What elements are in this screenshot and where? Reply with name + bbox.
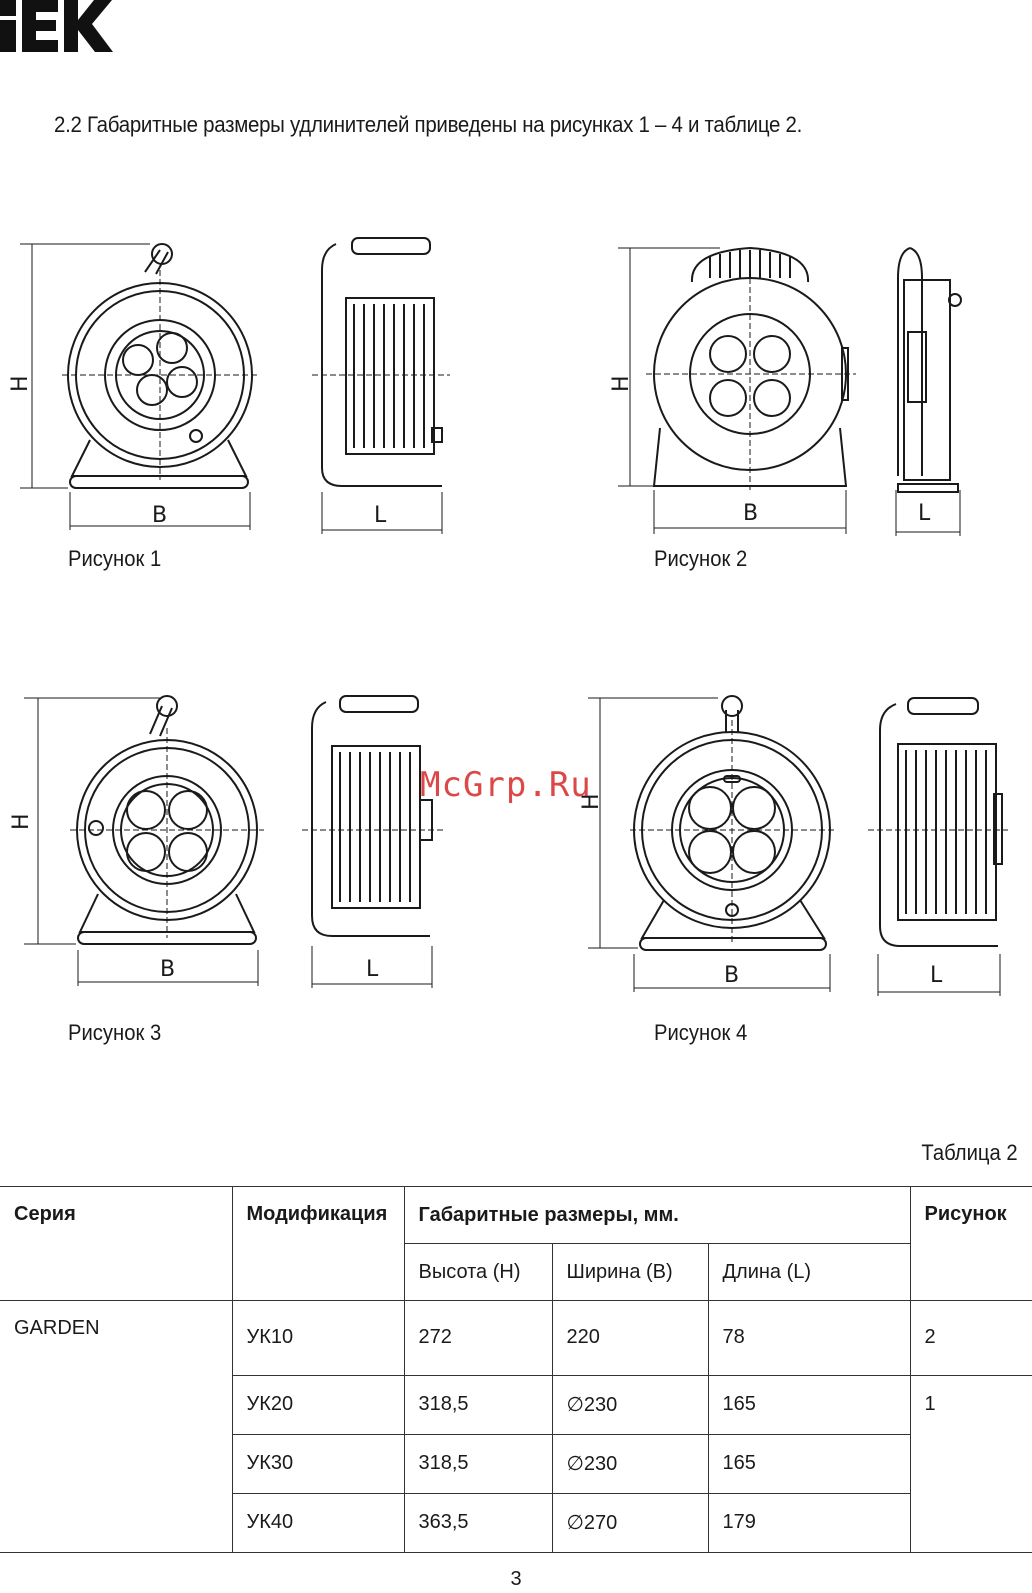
page-number: 3 — [510, 1568, 522, 1590]
dimension-l: L — [918, 501, 931, 526]
figure-3-drawing: H B L — [9, 695, 446, 988]
table-row: УК20 318,5 ∅230 165 1 — [0, 1375, 1032, 1435]
intro-text: 2.2 Габаритные размеры удлинителей приве… — [54, 112, 803, 137]
table-row: УК30 318,5 ∅230 165 — [0, 1434, 1032, 1494]
figure-3: H B L — [0, 688, 470, 993]
dimension-b: B — [160, 957, 175, 982]
header-width: Ширина (B) — [551, 1243, 708, 1301]
header-model: Модификация — [231, 1186, 404, 1301]
table-header-row: Серия Модификация Габаритные размеры, мм… — [0, 1186, 1032, 1301]
cell-figure: 2 — [909, 1300, 1032, 1376]
cell-width: ∅270 — [551, 1493, 708, 1553]
dimension-h: H — [9, 813, 34, 830]
figure-2-drawing: H B L — [609, 246, 962, 536]
cell-width: ∅230 — [551, 1375, 708, 1435]
header-length: Длина (L) — [707, 1243, 910, 1301]
dimensions-table: Серия Модификация Габаритные размеры, мм… — [0, 1186, 1032, 1553]
cell-model: УК20 — [231, 1375, 404, 1435]
cell-length: 165 — [707, 1375, 910, 1435]
cell-model: УК10 — [231, 1300, 404, 1376]
dimension-h: H — [8, 375, 33, 392]
cell-height: 318,5 — [403, 1434, 552, 1494]
cell-height: 318,5 — [403, 1375, 552, 1435]
figure-4-caption: Рисунок 4 — [654, 1020, 748, 1045]
cell-width: ∅230 — [551, 1434, 708, 1494]
figure-4: H B L — [578, 690, 1018, 1002]
cell-length: 78 — [707, 1300, 910, 1376]
dimension-l: L — [366, 957, 379, 982]
dimension-l: L — [374, 503, 387, 528]
cell-model: УК30 — [231, 1434, 404, 1494]
figure-1: H B L — [0, 230, 470, 540]
table-row: УК40 363,5 ∅270 179 — [0, 1493, 1032, 1553]
iek-logo-icon — [0, 0, 113, 52]
cell-series — [0, 1434, 232, 1493]
cell-series: GARDEN — [14, 1317, 100, 1339]
dimension-b: B — [743, 501, 758, 526]
cell-figure — [909, 1434, 1032, 1493]
cell-model: УК40 — [231, 1493, 404, 1553]
figure-3-caption: Рисунок 3 — [68, 1020, 162, 1045]
cell-length: 165 — [707, 1434, 910, 1494]
dimension-h: H — [579, 793, 604, 810]
header-dims: Габаритные размеры, мм. — [403, 1186, 910, 1244]
figure-1-drawing: H B L — [8, 237, 450, 534]
table-row: GARDEN УК10 272 220 78 2 — [0, 1300, 1032, 1376]
cell-length: 179 — [707, 1493, 910, 1553]
cell-width: 220 — [551, 1300, 708, 1376]
cell-series — [0, 1493, 232, 1553]
cell-height: 363,5 — [403, 1493, 552, 1553]
iek-logo — [0, 0, 114, 54]
dimension-h: H — [609, 375, 634, 392]
figure-2-caption: Рисунок 2 — [654, 546, 748, 571]
table-subheader-row: Высота (H) Ширина (B) Длина (L) — [0, 1243, 1032, 1301]
cell-figure — [909, 1493, 1032, 1553]
header-height: Высота (H) — [403, 1243, 552, 1301]
watermark: McGrp.Ru — [420, 765, 592, 805]
figure-4-drawing: H B L — [579, 695, 1008, 996]
dimension-b: B — [724, 963, 739, 988]
cell-height: 272 — [403, 1300, 552, 1376]
dimension-l: L — [930, 963, 943, 988]
cell-series — [0, 1375, 232, 1434]
figure-2: H B L — [600, 238, 980, 548]
dimension-b: B — [152, 503, 167, 528]
header-figure: Рисунок — [909, 1186, 1032, 1301]
header-series: Серия — [0, 1186, 232, 1301]
cell-figure: 1 — [909, 1375, 1032, 1434]
table-title: Таблица 2 — [921, 1140, 1018, 1165]
figure-1-caption: Рисунок 1 — [68, 546, 162, 571]
